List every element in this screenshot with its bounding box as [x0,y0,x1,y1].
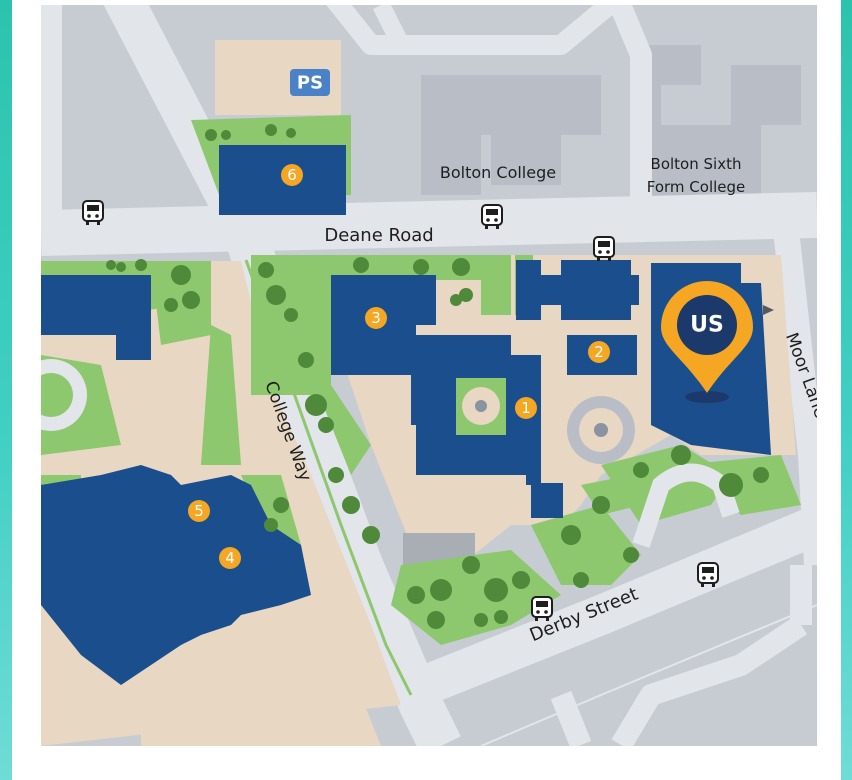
map-pin-icon[interactable]: US [661,281,753,403]
campus-map[interactable]: Deane Road College Way Moor Lane Derby S… [41,5,817,746]
svg-text:4: 4 [225,549,235,567]
svg-text:2: 2 [594,343,604,361]
marker-label: US [690,313,724,338]
building-badge-5[interactable]: 5 [188,500,210,522]
svg-text:6: 6 [287,166,297,184]
trees [106,124,769,629]
building-badge-2[interactable]: 2 [588,341,610,363]
central-roundabout [567,396,635,464]
svg-text:3: 3 [371,309,381,327]
college-way-path [244,259,413,696]
svg-text:5: 5 [194,502,204,520]
building-badge-6[interactable]: 6 [281,164,303,186]
place-label-sixth-form-1: Bolton Sixth [651,155,742,173]
svg-text:1: 1 [521,399,531,417]
parking-icon: PS [290,69,330,96]
building-badge-1[interactable]: 1 [515,397,537,419]
place-label-sixth-form-2: Form College [647,178,746,196]
parking-label: PS [297,73,323,94]
street-label-deane-road: Deane Road [324,225,433,246]
place-label-bolton-college: Bolton College [440,163,556,182]
building-badge-3[interactable]: 3 [365,307,387,329]
arrow-icon [763,305,774,315]
bus-stop-icon[interactable] [531,596,553,621]
left-roundabout [41,359,87,431]
bus-stop-icon[interactable] [481,204,503,229]
bus-stop-icon[interactable] [697,562,719,587]
bus-stop-icon[interactable] [82,200,104,225]
background-buildings [421,45,801,200]
building-badge-4[interactable]: 4 [219,547,241,569]
bus-stop-icon[interactable] [593,236,615,261]
courtyard [456,378,506,435]
